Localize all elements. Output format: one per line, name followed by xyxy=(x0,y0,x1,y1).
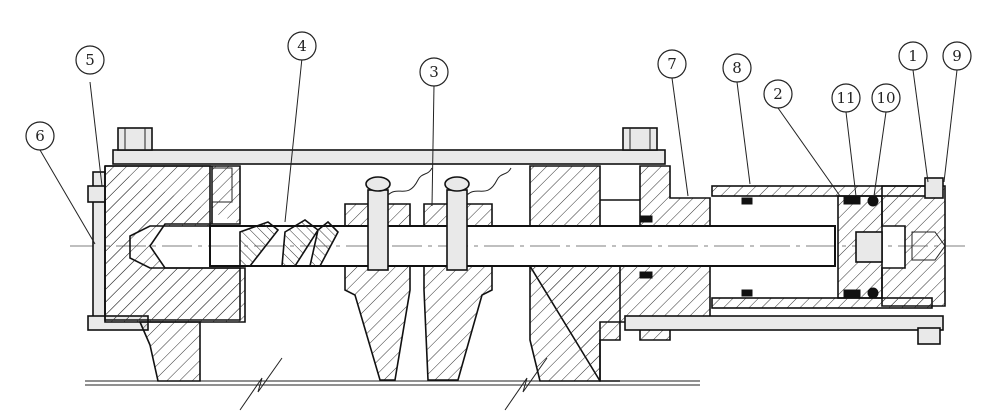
callout-10: 10 xyxy=(871,83,901,113)
o-ring-bottom xyxy=(867,287,879,299)
callout-label: 2 xyxy=(773,85,783,103)
end-cap-bolt xyxy=(924,177,944,199)
break-mark-right xyxy=(504,357,548,411)
leader-line xyxy=(912,69,929,183)
leader-line xyxy=(873,111,887,197)
leader-line xyxy=(431,84,435,207)
worm-shaft xyxy=(209,225,836,267)
seal-3 xyxy=(639,271,653,279)
screw-head xyxy=(444,176,470,192)
leader-line xyxy=(39,149,96,245)
piston-seal-top xyxy=(843,195,861,205)
set-screw-right xyxy=(446,189,468,271)
wheel-hub-right xyxy=(423,203,493,381)
end-cap xyxy=(881,185,946,307)
top-bolt-head-right xyxy=(622,127,658,151)
screw-head xyxy=(365,176,391,192)
leader-line xyxy=(671,77,689,197)
callout-label: 7 xyxy=(667,55,677,73)
callout-2: 2 xyxy=(763,79,793,109)
callout-6: 6 xyxy=(25,121,55,151)
callout-11: 11 xyxy=(831,83,861,113)
callout-label: 3 xyxy=(429,63,439,81)
piston-seal-bottom xyxy=(843,289,861,299)
callout-7: 7 xyxy=(657,49,687,79)
end-cap-port xyxy=(911,231,946,261)
callout-label: 8 xyxy=(732,59,742,77)
callout-4: 4 xyxy=(287,31,317,61)
seal-2 xyxy=(741,289,753,297)
lock-wire xyxy=(387,167,433,196)
seal-1 xyxy=(741,197,753,205)
seal-4 xyxy=(639,215,653,223)
callout-label: 1 xyxy=(908,47,918,65)
leader-line xyxy=(943,69,958,183)
left-housing-slot xyxy=(211,167,233,203)
callout-label: 6 xyxy=(35,127,45,145)
left-foot xyxy=(138,321,201,382)
o-ring-top xyxy=(867,195,879,207)
callout-label: 10 xyxy=(876,89,895,107)
right-housing-flange xyxy=(529,265,621,382)
callout-1: 1 xyxy=(898,41,928,71)
callout-label: 11 xyxy=(836,89,855,107)
callout-8: 8 xyxy=(722,53,752,83)
end-cap-bolt-top xyxy=(87,185,106,203)
callout-9: 9 xyxy=(942,41,972,71)
callout-label: 9 xyxy=(952,47,962,65)
set-screw-left xyxy=(367,189,389,271)
callout-5: 5 xyxy=(75,45,105,75)
leader-line xyxy=(845,111,857,197)
callout-label: 5 xyxy=(85,51,95,69)
callout-label: 4 xyxy=(297,37,307,55)
worm-thread xyxy=(239,219,339,267)
top-tie-plate xyxy=(112,149,666,165)
leader-line xyxy=(736,81,751,185)
callout-3: 3 xyxy=(419,57,449,87)
piston-nut xyxy=(855,231,883,263)
lower-tie-plate xyxy=(624,315,944,331)
top-bolt-head-left xyxy=(117,127,153,151)
break-mark-left xyxy=(239,357,283,411)
lower-bolt-head xyxy=(917,327,941,345)
leader-line xyxy=(777,107,841,197)
leader-line xyxy=(284,57,303,223)
lock-wire xyxy=(466,167,512,196)
right-housing xyxy=(529,165,711,227)
leader-line xyxy=(89,81,103,187)
